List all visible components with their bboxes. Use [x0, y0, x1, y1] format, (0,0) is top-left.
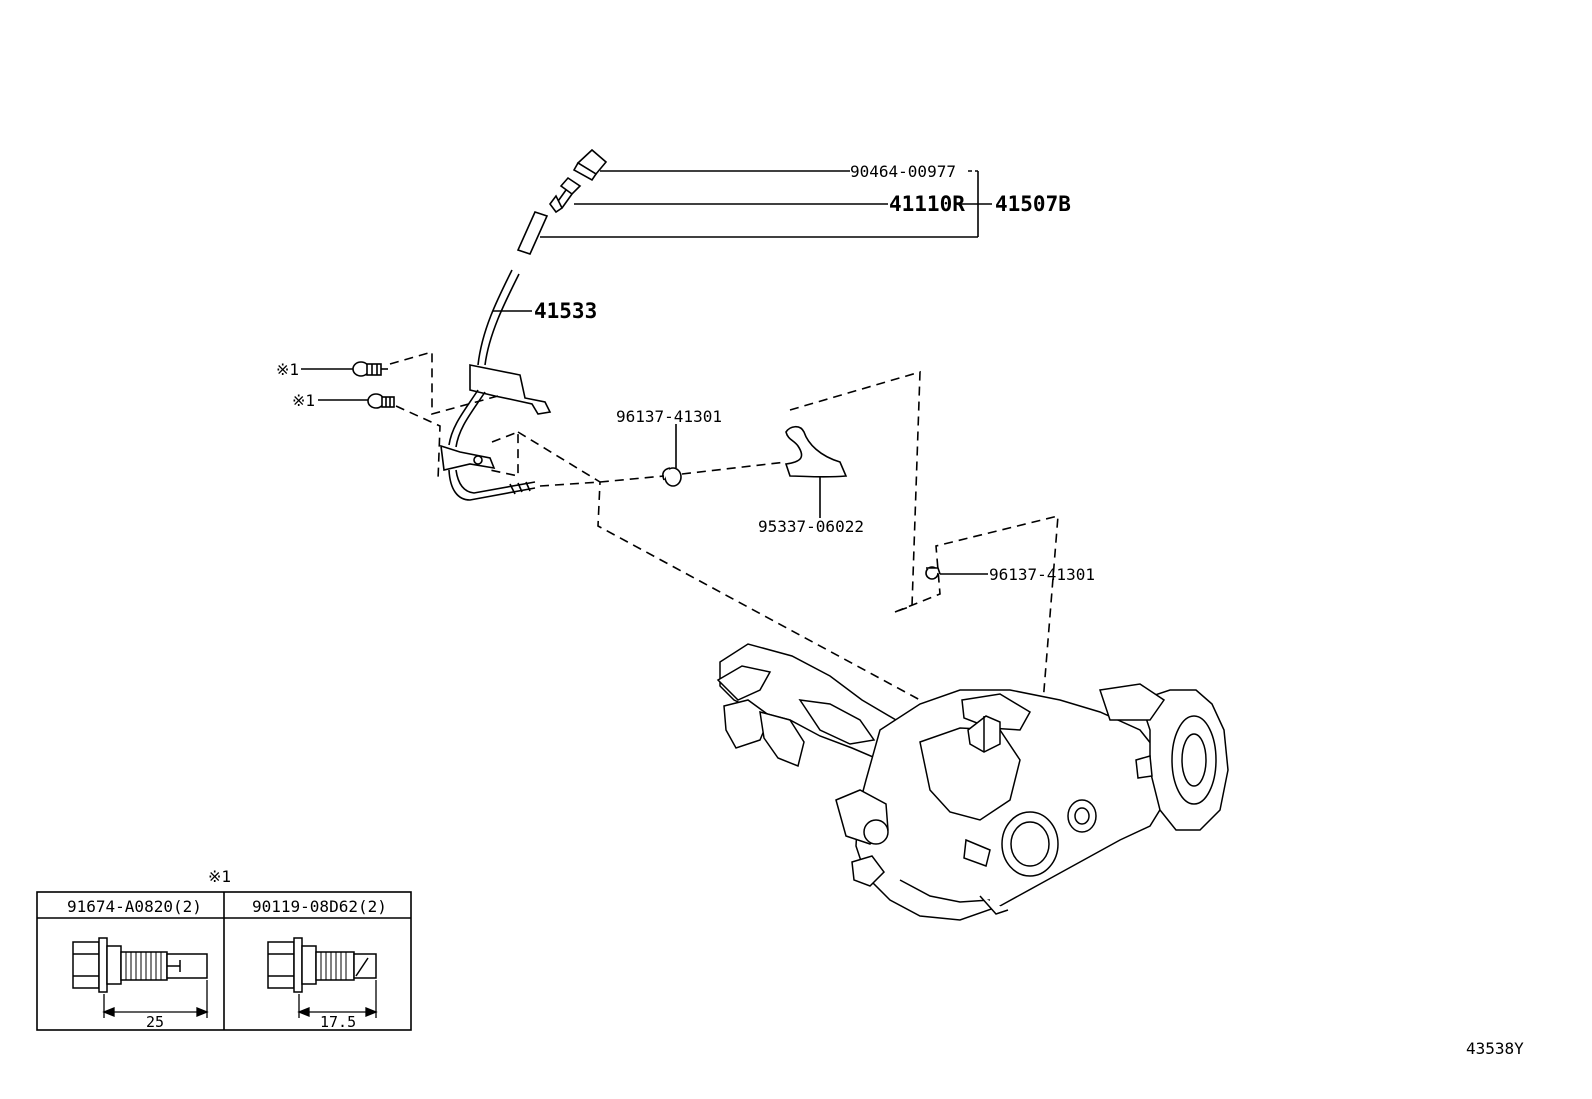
label-mark1-upper: ※1 — [276, 360, 299, 379]
hose-95337[interactable] — [784, 425, 848, 478]
inset-mark: ※1 — [208, 867, 231, 886]
dim-arrow-25 — [102, 980, 209, 1018]
label-96137-41301-upper: 96137-41301 — [616, 407, 722, 426]
breather-cap-assembly[interactable] — [516, 148, 608, 255]
dim-25: 25 — [146, 1013, 164, 1031]
label-41533: 41533 — [534, 299, 597, 323]
dim-arrow-17-5 — [297, 980, 378, 1018]
bolt-spec-table: ※1 91674-A0820(2) 90119-08D62(2) — [36, 867, 412, 1031]
label-90464-00977: 90464-00977 — [850, 162, 956, 181]
clip-96137-upper[interactable] — [662, 467, 682, 487]
label-95337-06022: 95337-06022 — [758, 517, 864, 536]
bolt-90119-drawing — [267, 937, 377, 993]
vent-pipe-41533[interactable] — [440, 269, 552, 501]
label-96137-41301-lower: 96137-41301 — [989, 565, 1095, 584]
leader-lines — [301, 170, 992, 575]
label-mark1-lower: ※1 — [292, 391, 315, 410]
diagram-id: 43538Y — [1466, 1039, 1524, 1058]
dim-17-5: 17.5 — [320, 1013, 356, 1031]
clip-96137-lower[interactable] — [925, 566, 941, 580]
bolt-lower[interactable] — [367, 393, 395, 409]
bolt-upper[interactable] — [352, 361, 388, 377]
assembly-dashed-lines — [389, 350, 1059, 741]
label-41110R: 41110R — [889, 192, 965, 216]
inset-part-91674: 91674-A0820(2) — [67, 897, 202, 916]
differential-carrier — [716, 643, 1229, 921]
label-41507B: 41507B — [995, 192, 1071, 216]
bolt-91674-drawing — [72, 937, 208, 993]
inset-part-90119: 90119-08D62(2) — [252, 897, 387, 916]
